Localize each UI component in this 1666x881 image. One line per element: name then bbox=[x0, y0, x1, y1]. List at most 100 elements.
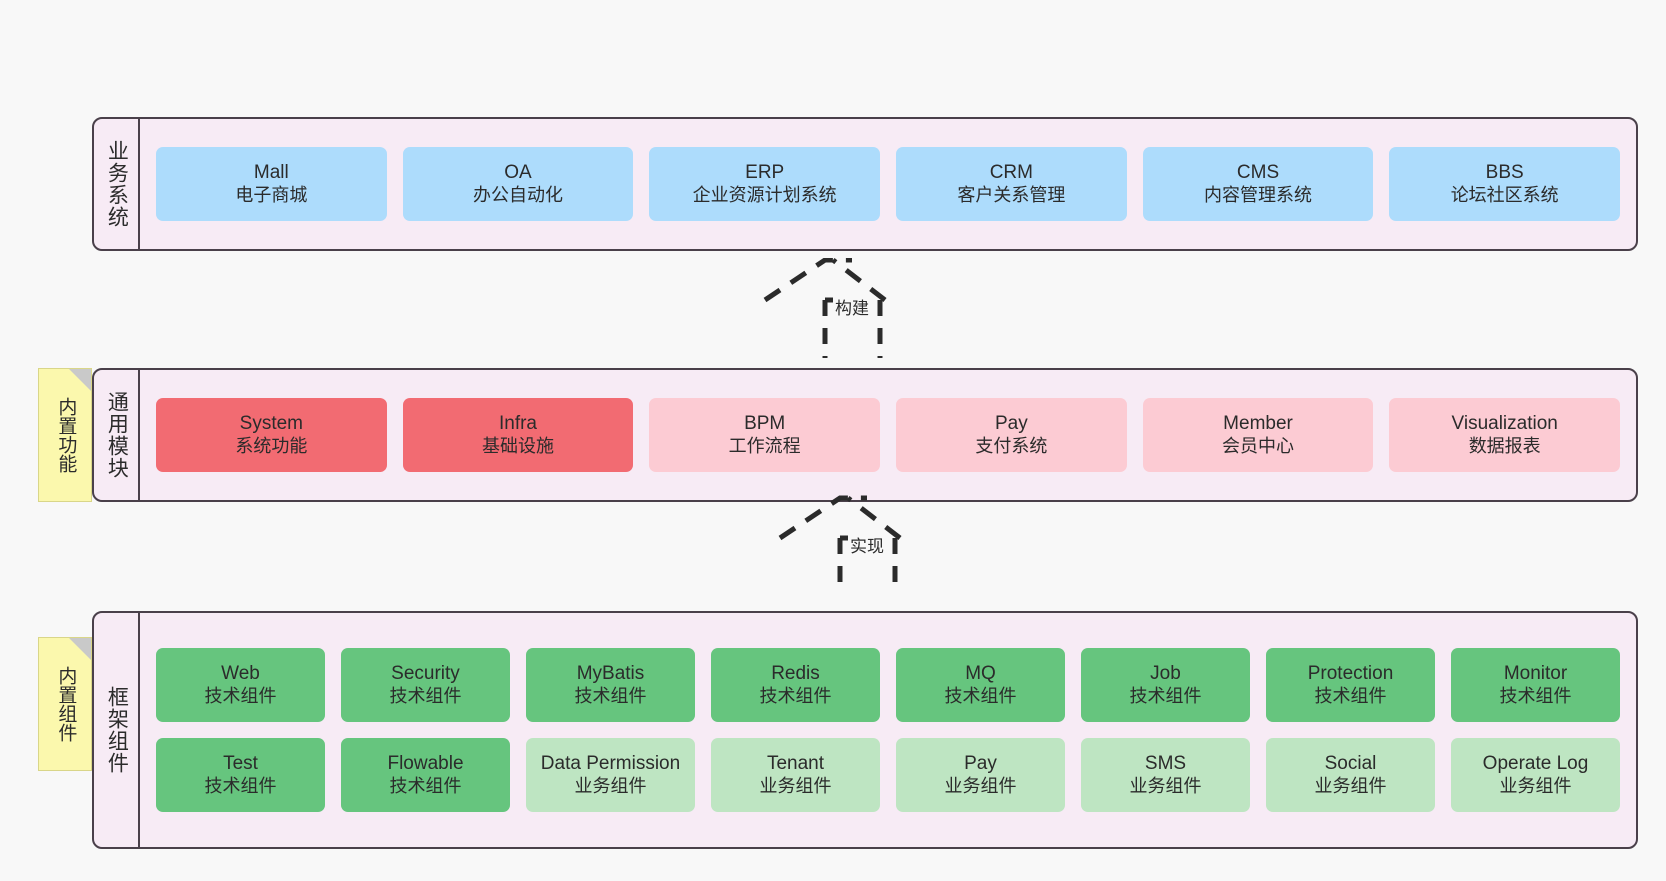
card-pay-component[interactable]: Pay 业务组件 bbox=[896, 738, 1065, 812]
card-mall[interactable]: Mall 电子商城 bbox=[156, 147, 387, 221]
card-subtitle: 技术组件 bbox=[389, 775, 462, 796]
card-erp[interactable]: ERP 企业资源计划系统 bbox=[649, 147, 881, 221]
card-title: Mall bbox=[253, 162, 289, 184]
card-title: OA bbox=[504, 162, 532, 184]
connector-build: 构建 bbox=[755, 257, 935, 358]
card-subtitle: 技术组件 bbox=[944, 685, 1017, 706]
card-title: Operate Log bbox=[1482, 753, 1589, 775]
connector-realize: 实现 bbox=[770, 490, 950, 590]
card-title: Web bbox=[221, 663, 260, 685]
card-title: System bbox=[239, 413, 304, 435]
card-data-permission[interactable]: Data Permission 业务组件 bbox=[526, 738, 695, 812]
layer-title-label: 框架组件 bbox=[105, 686, 129, 774]
card-operate-log[interactable]: Operate Log 业务组件 bbox=[1451, 738, 1620, 812]
card-subtitle: 业务组件 bbox=[1129, 775, 1202, 796]
card-sms[interactable]: SMS 业务组件 bbox=[1081, 738, 1250, 812]
card-subtitle: 电子商城 bbox=[235, 184, 308, 205]
card-protection[interactable]: Protection 技术组件 bbox=[1266, 648, 1435, 722]
card-subtitle: 内容管理系统 bbox=[1204, 184, 1313, 205]
connector-label: 实现 bbox=[848, 532, 886, 557]
card-subtitle: 论坛社区系统 bbox=[1450, 184, 1559, 205]
card-crm[interactable]: CRM 客户关系管理 bbox=[896, 147, 1127, 221]
card-member[interactable]: Member 会员中心 bbox=[1142, 398, 1374, 472]
card-title: Security bbox=[391, 663, 460, 685]
card-title: Monitor bbox=[1503, 663, 1568, 685]
card-subtitle: 支付系统 bbox=[975, 435, 1048, 456]
card-title: MyBatis bbox=[576, 663, 645, 685]
card-subtitle: 业务组件 bbox=[759, 775, 832, 796]
note-builtin-component: 内置组件 bbox=[38, 637, 92, 771]
card-title: Visualization bbox=[1451, 413, 1558, 435]
card-monitor[interactable]: Monitor 技术组件 bbox=[1451, 648, 1620, 722]
card-title: Tenant bbox=[766, 753, 825, 775]
card-subtitle: 业务组件 bbox=[574, 775, 647, 796]
card-title: SMS bbox=[1144, 753, 1187, 775]
card-subtitle: 技术组件 bbox=[574, 685, 647, 706]
card-mybatis[interactable]: MyBatis 技术组件 bbox=[526, 648, 695, 722]
card-oa[interactable]: OA 办公自动化 bbox=[402, 147, 634, 221]
card-title: Member bbox=[1223, 413, 1293, 435]
card-subtitle: 数据报表 bbox=[1468, 435, 1541, 456]
card-title: CMS bbox=[1236, 162, 1280, 184]
card-title: BBS bbox=[1485, 162, 1524, 184]
card-subtitle: 业务组件 bbox=[944, 775, 1017, 796]
card-subtitle: 技术组件 bbox=[759, 685, 832, 706]
layer-body-common-module: System 系统功能 Infra 基础设施 BPM 工作流程 Pay 支付系统… bbox=[140, 370, 1636, 500]
layer-title-common-module: 通用模块 bbox=[94, 370, 140, 500]
card-pay-module[interactable]: Pay 支付系统 bbox=[896, 398, 1127, 472]
card-mq[interactable]: MQ 技术组件 bbox=[896, 648, 1065, 722]
card-job[interactable]: Job 技术组件 bbox=[1081, 648, 1250, 722]
card-title: Test bbox=[223, 753, 258, 775]
layer-title-label: 业务系统 bbox=[105, 140, 129, 228]
card-subtitle: 会员中心 bbox=[1222, 435, 1295, 456]
connector-label: 构建 bbox=[833, 294, 871, 319]
card-bbs[interactable]: BBS 论坛社区系统 bbox=[1389, 147, 1621, 221]
card-subtitle: 技术组件 bbox=[204, 775, 277, 796]
card-tenant[interactable]: Tenant 业务组件 bbox=[711, 738, 880, 812]
card-subtitle: 系统功能 bbox=[235, 435, 308, 456]
card-security[interactable]: Security 技术组件 bbox=[341, 648, 510, 722]
layer-body-business-system: Mall 电子商城 OA 办公自动化 ERP 企业资源计划系统 CRM 客户关系… bbox=[140, 119, 1636, 249]
card-title: MQ bbox=[965, 663, 996, 685]
folded-corner-icon bbox=[69, 638, 91, 660]
layer-framework-component: 框架组件 Web 技术组件 Security 技术组件 MyBatis 技术组件… bbox=[92, 611, 1638, 849]
card-subtitle: 技术组件 bbox=[389, 685, 462, 706]
layer-title-business-system: 业务系统 bbox=[94, 119, 140, 249]
card-row: Mall 电子商城 OA 办公自动化 ERP 企业资源计划系统 CRM 客户关系… bbox=[156, 147, 1621, 221]
card-subtitle: 客户关系管理 bbox=[957, 184, 1066, 205]
card-title: Job bbox=[1150, 663, 1181, 685]
card-subtitle: 技术组件 bbox=[1314, 685, 1387, 706]
card-bpm[interactable]: BPM 工作流程 bbox=[649, 398, 881, 472]
card-subtitle: 工作流程 bbox=[728, 435, 801, 456]
layer-body-framework-component: Web 技术组件 Security 技术组件 MyBatis 技术组件 Redi… bbox=[140, 613, 1636, 847]
card-subtitle: 业务组件 bbox=[1499, 775, 1572, 796]
card-title: Social bbox=[1324, 753, 1377, 775]
card-subtitle: 技术组件 bbox=[204, 685, 277, 706]
card-flowable[interactable]: Flowable 技术组件 bbox=[341, 738, 510, 812]
card-title: ERP bbox=[745, 162, 785, 184]
note-builtin-function: 内置功能 bbox=[38, 368, 92, 502]
card-title: Pay bbox=[994, 413, 1028, 435]
card-subtitle: 业务组件 bbox=[1314, 775, 1387, 796]
card-row: Test 技术组件 Flowable 技术组件 Data Permission … bbox=[156, 738, 1620, 812]
card-row: System 系统功能 Infra 基础设施 BPM 工作流程 Pay 支付系统… bbox=[156, 398, 1621, 472]
card-test[interactable]: Test 技术组件 bbox=[156, 738, 325, 812]
card-visualization[interactable]: Visualization 数据报表 bbox=[1389, 398, 1621, 472]
layer-title-framework-component: 框架组件 bbox=[94, 613, 140, 847]
card-cms[interactable]: CMS 内容管理系统 bbox=[1142, 147, 1374, 221]
card-title: Infra bbox=[498, 413, 538, 435]
card-system[interactable]: System 系统功能 bbox=[156, 398, 387, 472]
card-web[interactable]: Web 技术组件 bbox=[156, 648, 325, 722]
card-title: Pay bbox=[964, 753, 997, 775]
card-title: CRM bbox=[989, 162, 1033, 184]
card-subtitle: 办公自动化 bbox=[473, 184, 563, 205]
card-redis[interactable]: Redis 技术组件 bbox=[711, 648, 880, 722]
note-label: 内置组件 bbox=[55, 666, 77, 742]
note-label: 内置功能 bbox=[55, 397, 77, 473]
card-infra[interactable]: Infra 基础设施 bbox=[402, 398, 634, 472]
card-social[interactable]: Social 业务组件 bbox=[1266, 738, 1435, 812]
card-subtitle: 技术组件 bbox=[1499, 685, 1572, 706]
card-subtitle: 技术组件 bbox=[1129, 685, 1202, 706]
layer-business-system: 业务系统 Mall 电子商城 OA 办公自动化 ERP 企业资源计划系统 CRM bbox=[92, 117, 1638, 251]
